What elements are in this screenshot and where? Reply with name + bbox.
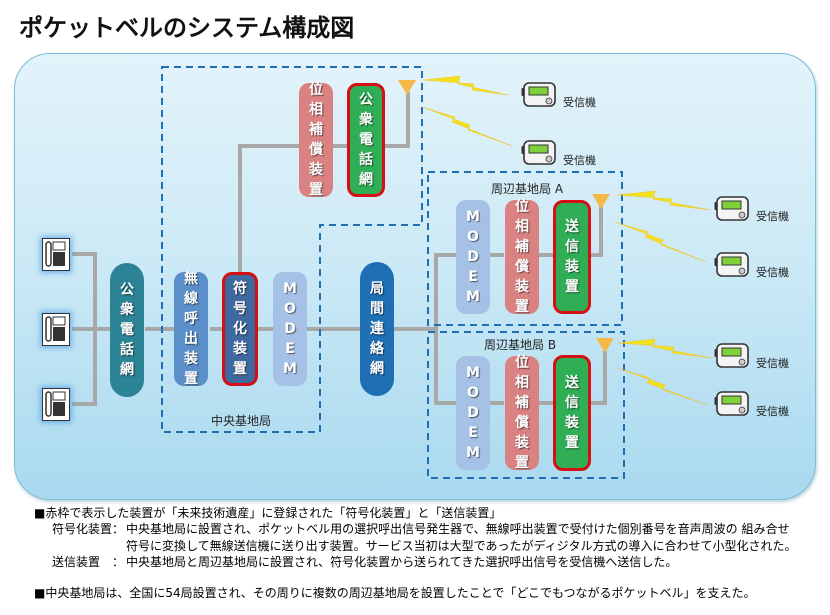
public-telephone-network-node: 公衆電話網 bbox=[110, 263, 144, 397]
node-label: 公衆電話網 bbox=[359, 92, 373, 188]
peripheral-a-label: 周辺基地局 A bbox=[491, 182, 564, 196]
receiver-label: 受信機 bbox=[756, 405, 789, 418]
pager-receiver-icon bbox=[521, 82, 557, 108]
node-label: 位相補償装置 bbox=[515, 355, 529, 471]
receiver-label: 受信機 bbox=[756, 266, 789, 279]
central-transmitter: 公衆電話網 bbox=[347, 83, 385, 197]
peripheral-a-phase-compensator: 位相補償装置 bbox=[505, 199, 539, 315]
antenna-icon bbox=[398, 80, 416, 95]
branch-a bbox=[434, 253, 456, 329]
receiver-label: 受信機 bbox=[563, 154, 596, 167]
peripheral-b-boundary bbox=[427, 331, 625, 479]
peripheral-a-modem: MODEM bbox=[456, 200, 490, 314]
receiver-label: 受信機 bbox=[756, 357, 789, 370]
pager-receiver-icon bbox=[521, 140, 557, 166]
node-label: 送信装置 bbox=[565, 219, 579, 295]
node-label: MODEM bbox=[466, 209, 480, 305]
receiver-label: 受信機 bbox=[563, 96, 596, 109]
radio-wave-icon bbox=[614, 221, 707, 263]
node-label: 局間連絡網 bbox=[370, 281, 384, 377]
encoder-unit: 符号化装置 bbox=[222, 272, 258, 386]
peripheral-b-label: 周辺基地局 B bbox=[484, 338, 557, 352]
peripheral-a-transmitter: 送信装置 bbox=[553, 200, 591, 314]
central-station-label: 中央基地局 bbox=[211, 414, 272, 428]
node-label: 公衆電話網 bbox=[120, 282, 134, 378]
note-encoder-term: 符号化装置： bbox=[52, 522, 125, 536]
radio-wave-icon bbox=[421, 106, 513, 147]
peripheral-b-phase-compensator: 位相補償装置 bbox=[505, 355, 539, 471]
note-encoder-desc-2: 符号に変換して無線送信機に送り出す装置。サービス当初は大型であったがディジタル方… bbox=[126, 539, 797, 553]
note-transmitter-term: 送信装置 ： bbox=[52, 555, 125, 569]
node-label: MODEM bbox=[466, 365, 480, 461]
radio-wave-icon bbox=[422, 75, 509, 96]
central-station-boundary bbox=[161, 66, 423, 433]
central-up-line bbox=[238, 144, 300, 275]
note-transmitter-desc: 中央基地局と周辺基地局に設置され、符号化装置から送られてきた選択呼出信号を受信機… bbox=[126, 555, 678, 569]
diagram-panel bbox=[14, 53, 816, 500]
note-red-frame: ■赤枠で表示した装置が「未来技術遺産」に登録された「符号化装置」と「送信装置」 bbox=[34, 506, 502, 520]
antenna-icon bbox=[592, 194, 610, 209]
page-title: ポケットベルのシステム構成図 bbox=[19, 14, 355, 42]
radio-wave-icon bbox=[616, 367, 709, 406]
note-central-stations: ■中央基地局は、全国に54局設置され、その周りに複数の周辺基地局を設置したことで… bbox=[34, 586, 756, 600]
peripheral-b-modem: MODEM bbox=[456, 356, 490, 470]
receiver-label: 受信機 bbox=[756, 210, 789, 223]
pager-receiver-icon bbox=[714, 252, 750, 278]
telephone-icon bbox=[42, 388, 70, 421]
antenna-icon bbox=[596, 338, 614, 353]
node-label: 無線呼出装置 bbox=[184, 271, 198, 387]
radio-call-unit: 無線呼出装置 bbox=[174, 271, 208, 387]
peripheral-a-boundary bbox=[427, 171, 623, 326]
radio-wave-icon bbox=[616, 190, 711, 211]
telephone-icon bbox=[42, 238, 70, 271]
node-label: 位相補償装置 bbox=[515, 199, 529, 315]
tx-to-antenna-line bbox=[384, 92, 410, 148]
node-label: MODEM bbox=[283, 281, 297, 377]
branch-b bbox=[434, 329, 456, 405]
pager-receiver-icon bbox=[714, 343, 750, 369]
node-label: 送信装置 bbox=[565, 375, 579, 451]
note-encoder-desc-1: 中央基地局に設置され、ポケットベル用の選択呼出信号発生器で、無線呼出装置で受付け… bbox=[126, 522, 790, 536]
pager-receiver-icon bbox=[714, 196, 750, 222]
central-phase-compensator: 位相補償装置 bbox=[299, 82, 333, 198]
node-label: 位相補償装置 bbox=[309, 82, 323, 198]
interoffice-network-node: 局間連絡網 bbox=[360, 262, 394, 396]
pager-receiver-icon bbox=[714, 391, 750, 417]
central-modem: MODEM bbox=[273, 272, 307, 386]
node-label: 符号化装置 bbox=[233, 281, 247, 377]
peripheral-b-transmitter: 送信装置 bbox=[553, 355, 591, 471]
telephone-icon bbox=[42, 313, 70, 346]
radio-wave-icon bbox=[617, 338, 713, 359]
